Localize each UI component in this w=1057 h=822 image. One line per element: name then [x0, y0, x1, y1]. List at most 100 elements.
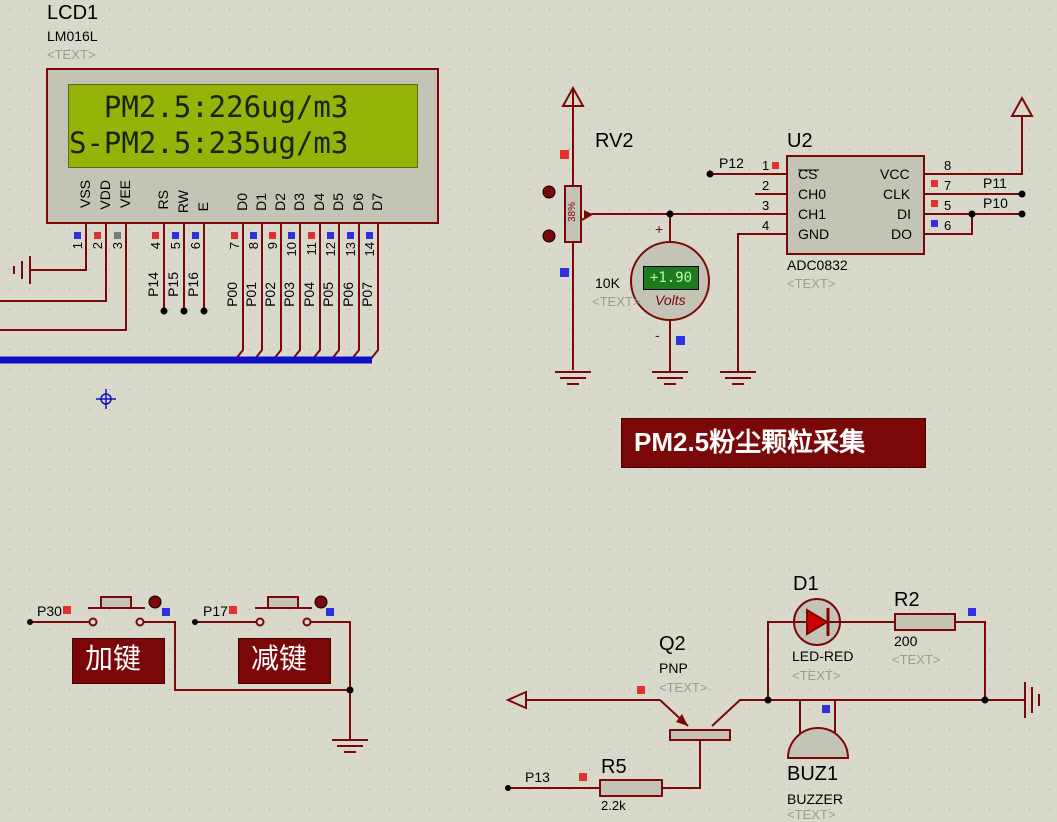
lcd-line-1: PM2.5:226ug/m3: [69, 90, 349, 124]
pot-position-label: 38%: [567, 201, 578, 222]
net-label: P07: [359, 282, 375, 307]
led-ref-label: D1: [793, 573, 819, 595]
sub-key-label[interactable]: 减键: [238, 638, 331, 684]
adc-pin-name: GND: [798, 226, 830, 242]
r5-value-label: 2.2k: [601, 798, 626, 813]
resistor-r5[interactable]: [508, 779, 663, 797]
adc-pin-name: CH0: [798, 186, 827, 202]
crosshair-icon: [96, 389, 116, 409]
lcd-pin-label: VSS: [77, 180, 93, 209]
lcd-junctions: [160, 307, 208, 315]
lcd-pin-label: VEE: [117, 180, 133, 209]
push-button-add[interactable]: [30, 596, 350, 691]
lcd-pin-label: D4: [311, 193, 327, 211]
adc-pin-name: CS: [798, 166, 818, 182]
lcd-pin-number: 9: [265, 242, 280, 250]
lcd-line-2: S-PM2.5:235ug/m3: [69, 126, 349, 160]
net-label: P11: [983, 175, 1007, 191]
pot-ref-label: RV2: [595, 130, 634, 152]
adc-pin-number: 1: [762, 158, 770, 173]
r2-text-placeholder: <TEXT>: [892, 652, 941, 667]
voltmeter-plus: +: [655, 221, 664, 237]
adc-part-label: ADC0832: [787, 257, 848, 273]
voltmeter-minus: -: [655, 327, 660, 343]
vcc-arrow-icon: [1010, 95, 1034, 117]
add-key-label[interactable]: 加键: [72, 638, 165, 684]
lcd-pin-label: RS: [155, 190, 171, 210]
push-button-sub[interactable]: [195, 596, 368, 753]
led-text-placeholder: <TEXT>: [792, 668, 841, 683]
buzzer-part-label: BUZZER: [787, 791, 843, 807]
adc-pin-number: 2: [762, 178, 770, 193]
net-label: P30: [37, 603, 62, 619]
net-label: P14: [145, 272, 161, 297]
diode-symbol-icon: [806, 608, 829, 636]
net-label: P12: [719, 155, 744, 171]
lcd-pin-label: D6: [350, 193, 366, 211]
lcd-pin-label: D3: [291, 193, 307, 211]
buzzer-ref-label: BUZ1: [787, 763, 839, 785]
net-label: P17: [203, 603, 228, 619]
lcd-pin-number: 13: [343, 242, 358, 257]
pot-markers: [542, 150, 569, 277]
adc-pin-number: 3: [762, 198, 770, 213]
adc-chip[interactable]: [710, 116, 1023, 385]
adc-pin-number: 6: [944, 218, 952, 233]
title-banner: PM2.5粉尘颗粒采集: [621, 418, 926, 468]
lcd-pin-number: 3: [110, 242, 125, 250]
adc-pin-name: CLK: [883, 186, 911, 202]
adc-pin-number: 4: [762, 218, 770, 233]
transistor-q2[interactable]: [505, 690, 985, 789]
net-label: P03: [281, 282, 297, 307]
buzzer-text-placeholder: <TEXT>: [787, 807, 836, 822]
net-label: P01: [243, 282, 259, 307]
lcd-pin-number: 6: [188, 242, 203, 250]
transistor-ref-label: Q2: [659, 633, 686, 655]
net-label: P06: [340, 282, 356, 307]
net-label: P05: [320, 282, 336, 307]
adc-pin-name: CH1: [798, 206, 827, 222]
lcd-ref-label: LCD1: [47, 2, 99, 24]
pot-text-placeholder: <TEXT>: [592, 294, 641, 309]
lcd-pin-label: D0: [234, 193, 250, 211]
adc-pin-number: 7: [944, 178, 952, 193]
lcd-text-placeholder: <TEXT>: [47, 47, 96, 62]
net-label: P10: [983, 195, 1008, 211]
adc-ref-label: U2: [787, 130, 813, 152]
r2-ref-label: R2: [894, 589, 920, 611]
lcd-pin-number: 5: [168, 242, 183, 250]
net-label: P15: [165, 272, 181, 297]
transistor-type-label: PNP: [659, 660, 688, 676]
lcd-pins: [0, 223, 379, 361]
lcd-pin-label: VDD: [97, 180, 113, 210]
adc-pin-number: 5: [944, 198, 952, 213]
buzzer-buz1[interactable]: [786, 700, 850, 759]
r2-value-label: 200: [894, 633, 918, 649]
lcd-pin-number: 10: [284, 242, 299, 257]
net-label: P00: [224, 282, 240, 307]
lcd-pin-label: D1: [253, 193, 269, 211]
lcd-pin-number: 11: [304, 242, 319, 256]
lcd-pin-number: 1: [70, 242, 85, 250]
potentiometer-rv2[interactable]: [555, 106, 755, 385]
lcd-pin-number: 8: [246, 242, 261, 250]
r5-ref-label: R5: [601, 756, 627, 778]
wiper-arrow-icon: [584, 210, 592, 218]
lcd-pin-number: 12: [323, 242, 338, 257]
adc-junctions: [706, 170, 1026, 218]
adc-pin-name: DO: [891, 226, 912, 242]
lcd-pin-label: D7: [369, 193, 385, 211]
lcd-pin-label: D5: [330, 193, 346, 211]
lcd-pin-number: 2: [90, 242, 105, 250]
pot-value-label: 10K: [595, 275, 620, 291]
net-label: P13: [525, 769, 550, 785]
lower-markers: [505, 608, 989, 791]
adc-pin-name: DI: [897, 206, 911, 222]
lcd-pin-label: RW: [175, 190, 191, 214]
resistor-r2[interactable]: [894, 613, 1040, 718]
lcd-pin-number: 7: [227, 242, 242, 250]
lcd-screen: PM2.5:226ug/m3 S-PM2.5:235ug/m3: [68, 84, 418, 168]
voltmeter-unit: Volts: [655, 292, 686, 308]
voltmeter-display: +1.90: [643, 266, 699, 290]
net-label: P02: [262, 282, 278, 307]
